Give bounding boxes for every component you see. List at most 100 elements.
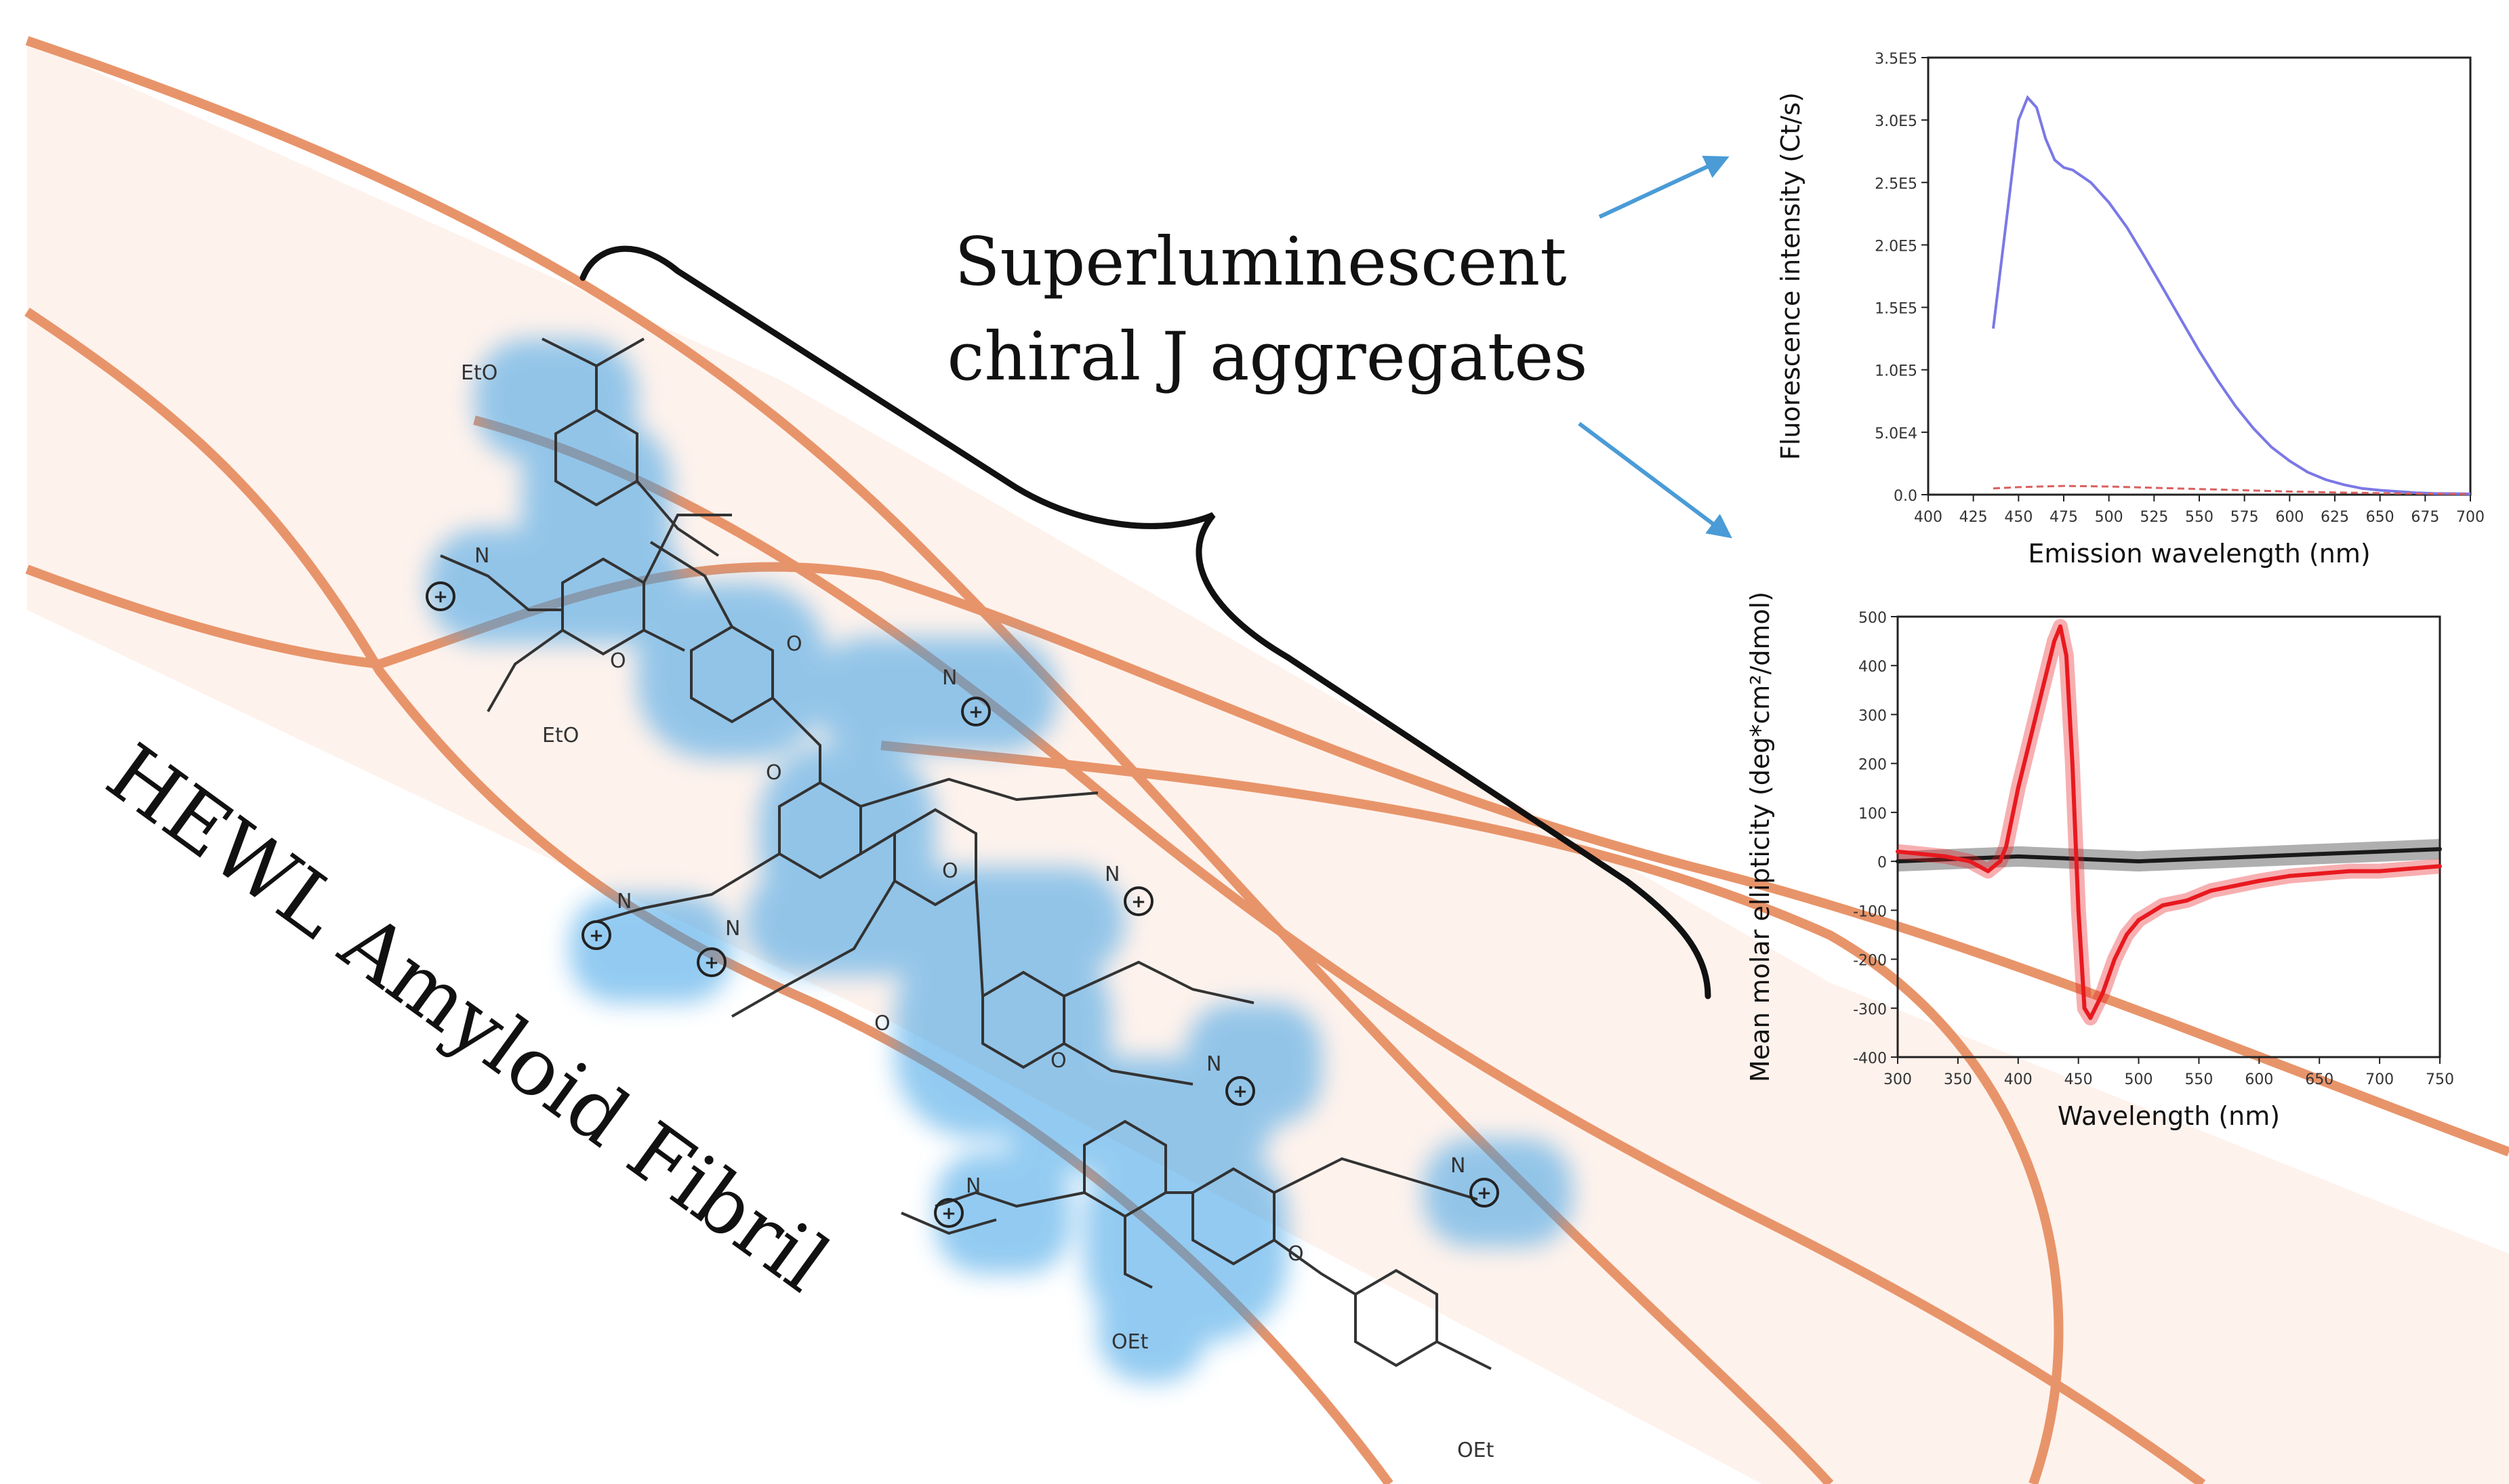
cd-point (2076, 908, 2081, 913)
atom-n-label: N (1206, 1052, 1221, 1076)
charge-sign: + (589, 926, 604, 946)
atom-n-label: N (966, 1174, 981, 1198)
cd-point (2016, 854, 2020, 859)
arrow-to-emission (1598, 155, 1730, 219)
atom-n-label: N (725, 917, 740, 941)
ester-label-bottom-2: OEt (1457, 1439, 1494, 1462)
cd-point (2028, 737, 2033, 741)
y-axis-label: Mean molar ellipticity (deg*cm²/dmol) (1745, 592, 1775, 1082)
charge-sign: + (1233, 1081, 1248, 1102)
cd-point (2058, 624, 2062, 629)
x-tick-label: 675 (2411, 509, 2439, 526)
x-tick-label: 475 (2049, 509, 2078, 526)
cd-point (2197, 857, 2201, 861)
x-tick-label: 550 (2185, 509, 2214, 526)
x-tick-label: 650 (2305, 1071, 2333, 1088)
cd-point (2347, 869, 2352, 873)
brace (579, 245, 1711, 999)
cd-point (2124, 932, 2129, 937)
x-tick-label: 600 (2245, 1071, 2273, 1088)
x-tick-label: 700 (2456, 509, 2485, 526)
molecule-skeleton (440, 337, 1492, 1370)
atom-o-label: O (942, 859, 958, 883)
atom-o-label: O (874, 1012, 891, 1035)
y-tick-label: 3.0E5 (1875, 113, 1917, 130)
x-tick-label: 575 (2230, 509, 2259, 526)
cd-point (2136, 918, 2141, 922)
plot-frame (1927, 56, 2472, 496)
cd-point (1986, 869, 1991, 873)
y-tick-label: 2.0E5 (1875, 238, 1917, 255)
y-tick-label: -400 (1853, 1050, 1887, 1067)
x-tick-label: 550 (2184, 1071, 2213, 1088)
x-tick-label: 450 (2004, 509, 2033, 526)
y-tick-label: 1.5E5 (1875, 301, 1917, 318)
fibril-strand-1 (25, 36, 1834, 1484)
x-tick-label: 450 (2064, 1071, 2093, 1088)
atom-n-label: N (474, 544, 489, 568)
cd-point (2378, 869, 2382, 873)
x-tick-label: 600 (2275, 509, 2304, 526)
x-tick-label: 700 (2365, 1071, 2394, 1088)
cd-point (2161, 903, 2165, 908)
atom-n-label: N (617, 890, 632, 913)
charge-sign: + (1131, 892, 1146, 912)
headline-line-1: Superluminescent (954, 224, 1566, 301)
molecule-charges (426, 581, 1499, 1228)
headline-line-2: chiral J aggregates (947, 318, 1587, 396)
x-tick-label: 750 (2426, 1071, 2454, 1088)
y-tick-label: -200 (1853, 953, 1887, 970)
cd-point (2082, 1006, 2087, 1010)
cd-point (2257, 854, 2262, 859)
y-tick-label: 3.5E5 (1875, 51, 1917, 68)
cd-point (1967, 859, 1972, 864)
y-tick-label: -100 (1853, 903, 1887, 920)
charge-sign: + (1477, 1183, 1492, 1203)
cd-point (1998, 859, 2003, 864)
cd-point (1896, 859, 1900, 864)
atom-n-label: N (1450, 1154, 1465, 1178)
x-tick-label: 500 (2125, 1071, 2153, 1088)
y-tick-label: 5.0E4 (1875, 426, 1917, 442)
plot-frame (1896, 615, 2441, 1058)
cd-chart: 300 350 400 450 500 550 600 650 700 750 -400 -300 -2… (1745, 592, 2454, 1131)
cd-point (2113, 957, 2117, 962)
ester-label-mid: EtO (542, 724, 579, 747)
cd-point (1944, 854, 1949, 859)
x-tick-label: 525 (2140, 509, 2168, 526)
y-tick-label: -300 (1853, 1002, 1887, 1018)
charge-sign: + (433, 587, 448, 607)
emission-series-1 (1992, 95, 2471, 495)
y-tick-label: 200 (1858, 757, 1887, 774)
fibril-bundle (24, 36, 2509, 1484)
y-tick-label: 400 (1858, 659, 1887, 676)
atom-o-label: O (766, 761, 782, 785)
cd-point (2004, 844, 2008, 849)
atom-n-label: N (1105, 863, 1120, 886)
cd-point (2100, 991, 2105, 996)
y-tick-label: 100 (1858, 806, 1887, 823)
cd-series-noise-band-1 (1896, 619, 2441, 1026)
cd-point (2209, 888, 2214, 893)
cd-point (2070, 761, 2075, 766)
molecule-atom-labels: EtO EtO OEt OEt N N N N N N N N O O O O … (461, 361, 1494, 1462)
atom-n-label: N (942, 666, 957, 690)
ester-label-top: EtO (461, 361, 497, 385)
x-tick-label: 350 (1944, 1071, 1972, 1088)
y-tick-label: 1.0E5 (1875, 363, 1917, 380)
y-tick-label: 2.5E5 (1875, 176, 1917, 192)
arrows (1578, 155, 1732, 539)
x-tick-label: 500 (2095, 509, 2123, 526)
charge-sign: + (968, 702, 983, 722)
cd-point (2438, 847, 2442, 852)
molecule-glow (427, 339, 1572, 1382)
headline: Superluminescent chiral J aggregates (947, 224, 1587, 396)
x-tick-label: 300 (1883, 1071, 1912, 1088)
cd-point (2438, 864, 2442, 869)
cd-point (1896, 849, 1900, 854)
cd-point (1919, 852, 1924, 857)
atom-o-label: O (610, 649, 626, 673)
atom-o-label: O (1050, 1049, 1067, 1073)
